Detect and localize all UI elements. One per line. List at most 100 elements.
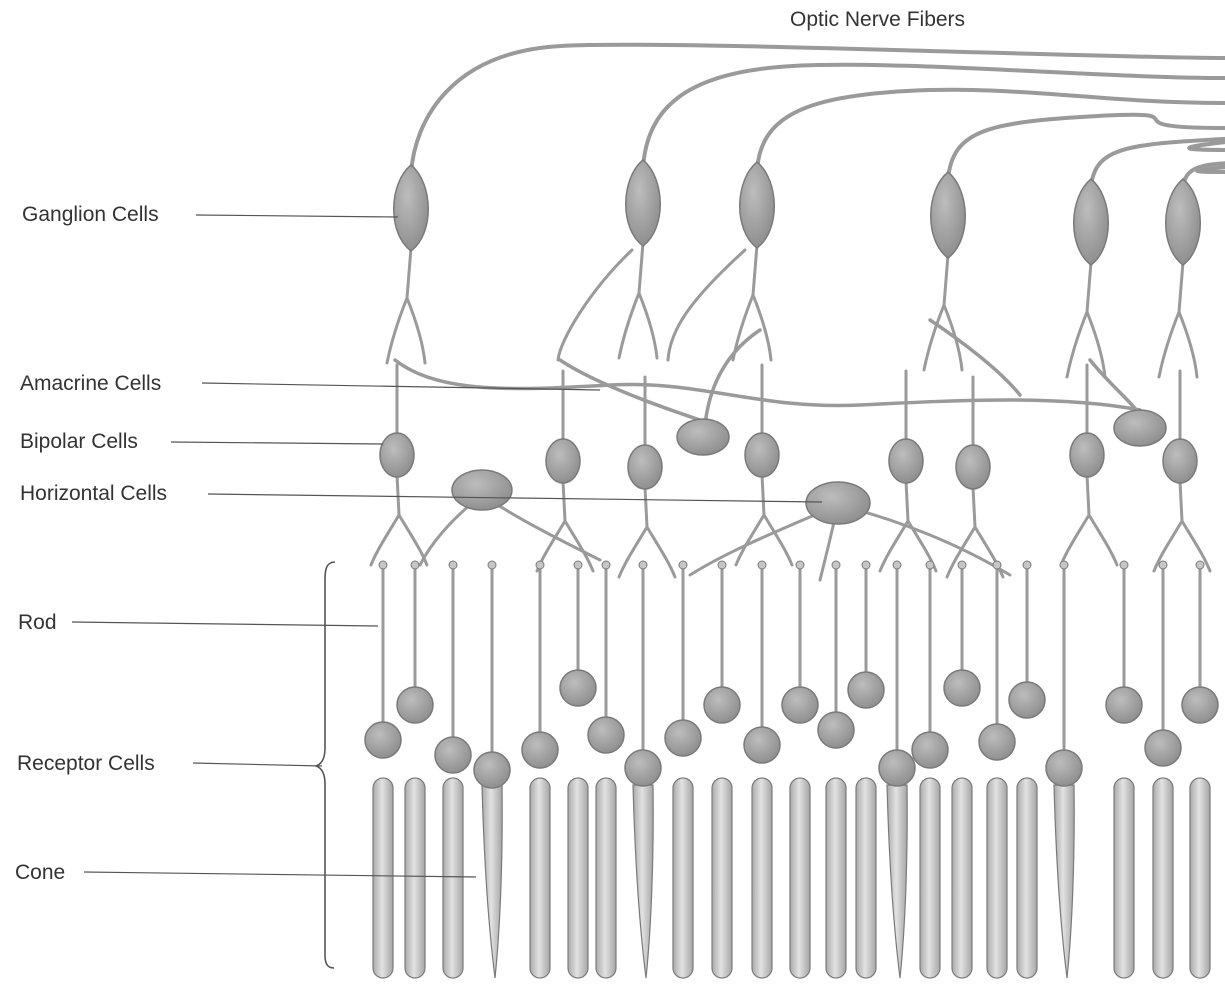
ganglion-axon-5: [1091, 137, 1225, 187]
ganglion-dendrites-5: [1067, 262, 1105, 377]
receptor-terminal-23: [1196, 561, 1204, 569]
rod-outer-segment-1: [373, 778, 393, 978]
receptor-nucleus-9: [665, 720, 701, 756]
receptor-nucleus-1: [365, 722, 401, 758]
receptor-nucleus-22: [1145, 730, 1181, 766]
cone-outer-segment-8: [633, 785, 653, 978]
receptor-nucleus-13: [818, 712, 854, 748]
rod-outer-segment-14: [856, 778, 876, 978]
bipolar-cell-1: [380, 433, 414, 477]
receptor-terminal-11: [758, 561, 766, 569]
receptor-terminal-16: [926, 561, 934, 569]
receptor-nucleus-20: [1046, 750, 1082, 786]
amacrine-process-4: [705, 330, 760, 425]
receptor-nucleus-12: [782, 687, 818, 723]
rod-outer-segment-17: [952, 778, 972, 978]
bipolar-cell-8: [1163, 439, 1197, 483]
receptor-nucleus-3: [435, 737, 471, 773]
ganglion-dendrites-3: [733, 245, 771, 360]
leader-line-6: [193, 763, 322, 766]
ganglion-cell-4: [931, 172, 966, 258]
receptor-terminal-6: [574, 561, 582, 569]
receptor-terminal-9: [679, 561, 687, 569]
receptor-terminal-20: [1060, 561, 1068, 569]
ganglion-cell-3: [740, 162, 775, 248]
horizontal-cell-2: [806, 482, 870, 524]
receptor-terminal-10: [718, 561, 726, 569]
rod-outer-segment-21: [1114, 778, 1134, 978]
receptor-cells-label: Receptor Cells: [17, 753, 155, 774]
ganglion-cell-6: [1166, 179, 1201, 265]
rod-outer-segment-7: [596, 778, 616, 978]
amacrine-cells-label: Amacrine Cells: [20, 373, 161, 394]
receptor-nucleus-10: [704, 687, 740, 723]
receptor-nucleus-16: [912, 732, 948, 768]
ganglion-dendrites-6: [1159, 262, 1197, 377]
optic-nerve-fibers-label: Optic Nerve Fibers: [790, 9, 965, 30]
ganglion-cell-5: [1074, 179, 1109, 265]
rod-outer-segment-18: [987, 778, 1007, 978]
ganglion-dendrites-4: [924, 255, 962, 370]
receptor-nucleus-7: [588, 717, 624, 753]
amacrine-process-1: [395, 360, 1140, 410]
rod-outer-segment-2: [405, 778, 425, 978]
receptor-nucleus-21: [1106, 687, 1142, 723]
bipolar-cell-5: [889, 439, 923, 483]
rod-outer-segment-19: [1017, 778, 1037, 978]
rod-outer-segment-9: [673, 778, 693, 978]
receptor-nucleus-17: [944, 670, 980, 706]
ganglion-dendrites-2: [619, 243, 657, 358]
rod-label: Rod: [18, 612, 57, 633]
leader-line-5: [72, 622, 378, 626]
rod-outer-segment-12: [790, 778, 810, 978]
receptor-terminal-22: [1159, 561, 1167, 569]
receptor-terminal-13: [832, 561, 840, 569]
receptor-terminal-15: [893, 561, 901, 569]
receptor-terminal-17: [958, 561, 966, 569]
ganglion-cells-label: Ganglion Cells: [22, 204, 159, 225]
receptor-nucleus-2: [397, 687, 433, 723]
rod-outer-segment-5: [530, 778, 550, 978]
receptor-terminal-14: [862, 561, 870, 569]
rod-outer-segment-13: [826, 778, 846, 978]
ganglion-dendrites-1: [387, 248, 425, 363]
ganglion-connector-b: [668, 250, 745, 360]
receptor-nucleus-5: [522, 732, 558, 768]
horizontal-processes: [420, 495, 1010, 580]
receptor-terminal-1: [379, 561, 387, 569]
amacrine-cell-2: [1114, 410, 1166, 446]
cone-outer-segment-20: [1054, 785, 1074, 978]
bipolar-cell-2: [546, 439, 580, 483]
ganglion-axon-4: [948, 115, 1225, 180]
rod-outer-segment-3: [443, 778, 463, 978]
leader-line-3: [171, 442, 383, 444]
rod-outer-segment-22: [1153, 778, 1173, 978]
ganglion-cell-2: [626, 160, 661, 246]
receptor-terminal-21: [1120, 561, 1128, 569]
receptor-nucleus-11: [744, 727, 780, 763]
amacrine-cell-1: [677, 419, 729, 455]
rod-outer-segment-11: [752, 778, 772, 978]
receptor-nucleus-18: [979, 724, 1015, 760]
receptor-terminal-18: [993, 561, 1001, 569]
receptor-nucleus-15: [879, 750, 915, 786]
leader-line-1: [196, 215, 398, 217]
cone-label: Cone: [15, 862, 65, 883]
receptor-bracket: [316, 562, 335, 968]
receptor-nucleus-19: [1009, 682, 1045, 718]
receptor-terminal-19: [1023, 561, 1031, 569]
cone-outer-segment-4: [482, 785, 502, 978]
receptor-terminal-3: [449, 561, 457, 569]
receptor-nucleus-4: [474, 752, 510, 788]
bipolar-cell-7: [1070, 433, 1104, 477]
bipolar-cells-label: Bipolar Cells: [20, 431, 138, 452]
rod-outer-segment-16: [920, 778, 940, 978]
receptor-terminal-4: [488, 561, 496, 569]
ganglion-cell-1: [394, 165, 429, 251]
optic-nerve-fibers: [411, 45, 1225, 187]
horizontal-cells-label: Horizontal Cells: [20, 483, 167, 504]
receptor-terminal-5: [536, 561, 544, 569]
receptor-terminal-7: [602, 561, 610, 569]
